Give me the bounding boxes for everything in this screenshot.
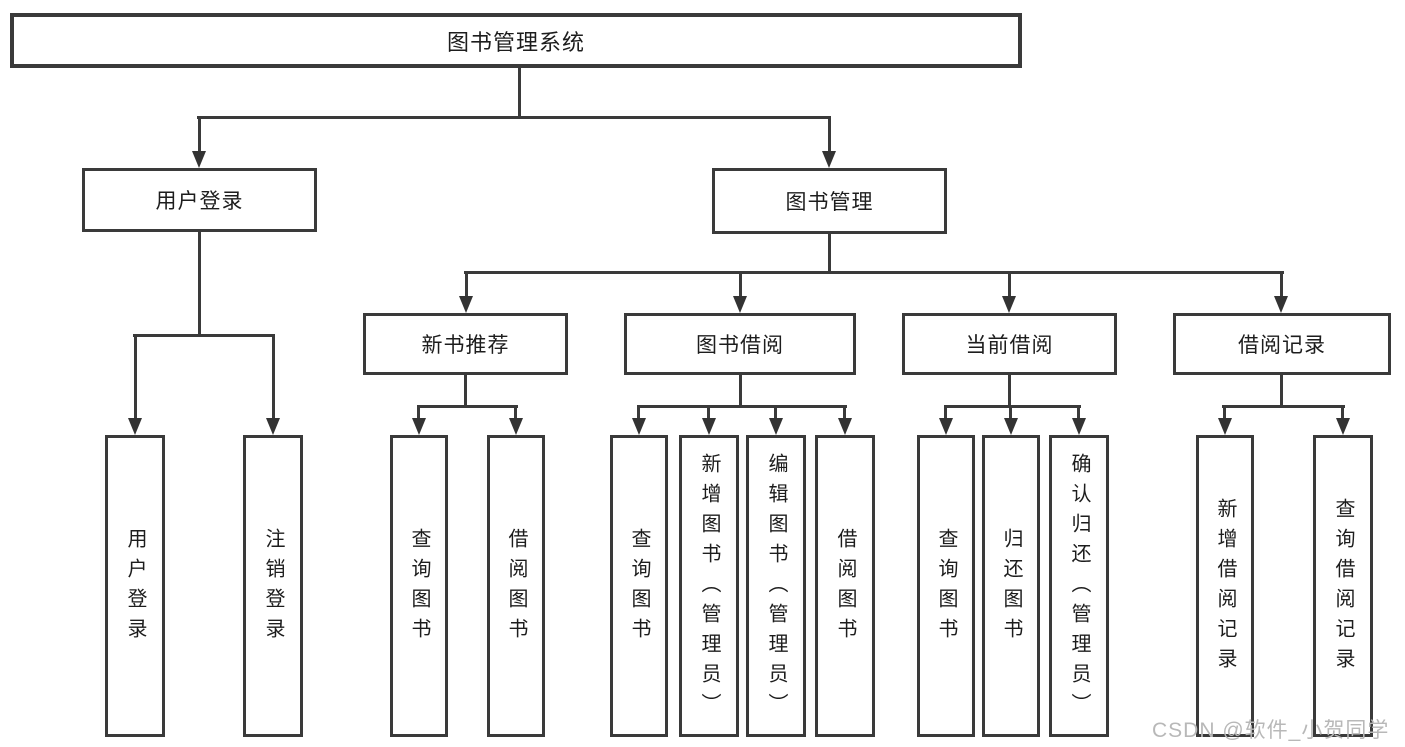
arrow-down-icon (702, 418, 716, 435)
arrow-down-icon (769, 418, 783, 435)
node-label: 借阅图书 (834, 528, 856, 648)
connector-line (739, 375, 742, 408)
node-current-borrowing: 当前借阅 (902, 313, 1117, 375)
node-query-books: 查询图书 (610, 435, 668, 737)
connector-line (464, 271, 1284, 274)
node-query-borrow-record: 查询借阅记录 (1313, 435, 1373, 737)
arrow-down-icon (1002, 296, 1016, 313)
node-label: 新增图书（管理员） (698, 453, 720, 723)
node-label: 确认归还（管理员） (1068, 453, 1090, 723)
node-label: 归还图书 (1000, 528, 1022, 648)
arrow-down-icon (939, 418, 953, 435)
node-label: 注销登录 (262, 528, 284, 648)
node-borrow-books: 借阅图书 (487, 435, 545, 737)
node-label: 新书推荐 (421, 334, 510, 357)
connector-line (518, 68, 521, 117)
arrow-down-icon (412, 418, 426, 435)
node-label: 编辑图书（管理员） (765, 453, 787, 723)
node-label: 查询图书 (628, 528, 650, 648)
node-query-books: 查询图书 (390, 435, 448, 737)
node-add-borrow-record: 新增借阅记录 (1196, 435, 1254, 737)
node-edit-book-admin: 编辑图书（管理员） (746, 435, 806, 737)
connector-line (944, 405, 947, 423)
connector-line (637, 405, 640, 423)
connector-line (198, 232, 201, 337)
connector-line (739, 271, 742, 299)
node-label: 用户登录 (155, 190, 244, 213)
arrow-down-icon (632, 418, 646, 435)
node-user-login: 用户登录 (82, 168, 317, 232)
node-book-borrowing: 图书借阅 (624, 313, 856, 375)
node-confirm-return-admin: 确认归还（管理员） (1049, 435, 1109, 737)
connector-line (1222, 405, 1345, 408)
node-logout: 注销登录 (243, 435, 303, 737)
arrow-down-icon (192, 151, 206, 168)
node-label: 借阅记录 (1238, 334, 1326, 357)
node-label: 查询图书 (935, 528, 957, 648)
connector-line (133, 334, 275, 337)
connector-line (464, 375, 467, 408)
connector-line (1008, 271, 1011, 299)
node-query-books: 查询图书 (917, 435, 975, 737)
connector-line (637, 405, 847, 408)
node-return-book: 归还图书 (982, 435, 1040, 737)
arrow-down-icon (459, 296, 473, 313)
watermark-text: CSDN @软件_小贺同学 (1152, 719, 1390, 742)
node-user-login-leaf: 用户登录 (105, 435, 165, 737)
arrow-down-icon (733, 296, 747, 313)
node-label: 图书借阅 (696, 334, 784, 357)
connector-line (134, 334, 137, 424)
arrow-down-icon (1072, 418, 1086, 435)
node-borrow-books: 借阅图书 (815, 435, 875, 737)
connector-line (514, 405, 517, 423)
arrow-down-icon (1336, 418, 1350, 435)
arrow-down-icon (1004, 418, 1018, 435)
arrow-down-icon (838, 418, 852, 435)
connector-line (198, 116, 201, 156)
connector-line (417, 405, 420, 423)
arrow-down-icon (1274, 296, 1288, 313)
node-label: 借阅图书 (505, 528, 527, 648)
arrow-down-icon (128, 418, 142, 435)
connector-line (1077, 405, 1080, 423)
node-label: 当前借阅 (965, 334, 1054, 357)
connector-line (1280, 375, 1283, 408)
connector-line (1280, 271, 1283, 299)
connector-line (1223, 405, 1226, 423)
arrow-down-icon (822, 151, 836, 168)
arrow-down-icon (266, 418, 280, 435)
connector-line (843, 405, 846, 423)
node-label: 查询图书 (408, 528, 430, 648)
node-add-book-admin: 新增图书（管理员） (679, 435, 739, 737)
connector-line (197, 116, 830, 119)
connector-line (774, 405, 777, 423)
node-borrowing-records: 借阅记录 (1173, 313, 1391, 375)
arrow-down-icon (509, 418, 523, 435)
node-label: 图书管理 (785, 191, 874, 214)
connector-line (417, 405, 518, 408)
connector-line (465, 271, 468, 299)
node-label: 新增借阅记录 (1214, 498, 1236, 678)
connector-line (944, 405, 1081, 408)
node-label: 查询借阅记录 (1332, 498, 1354, 678)
connector-line (1341, 405, 1344, 423)
connector-line (828, 234, 831, 274)
connector-line (828, 116, 831, 156)
node-label: 用户登录 (124, 528, 146, 648)
node-new-book-recommendation: 新书推荐 (363, 313, 568, 375)
node-label: 图书管理系统 (446, 29, 585, 55)
connector-line (707, 405, 710, 423)
node-book-management: 图书管理 (712, 168, 947, 234)
connector-line (1008, 375, 1011, 408)
connector-line (272, 334, 275, 424)
connector-line (1009, 405, 1012, 423)
arrow-down-icon (1218, 418, 1232, 435)
node-library-management-system: 图书管理系统 (10, 13, 1022, 68)
